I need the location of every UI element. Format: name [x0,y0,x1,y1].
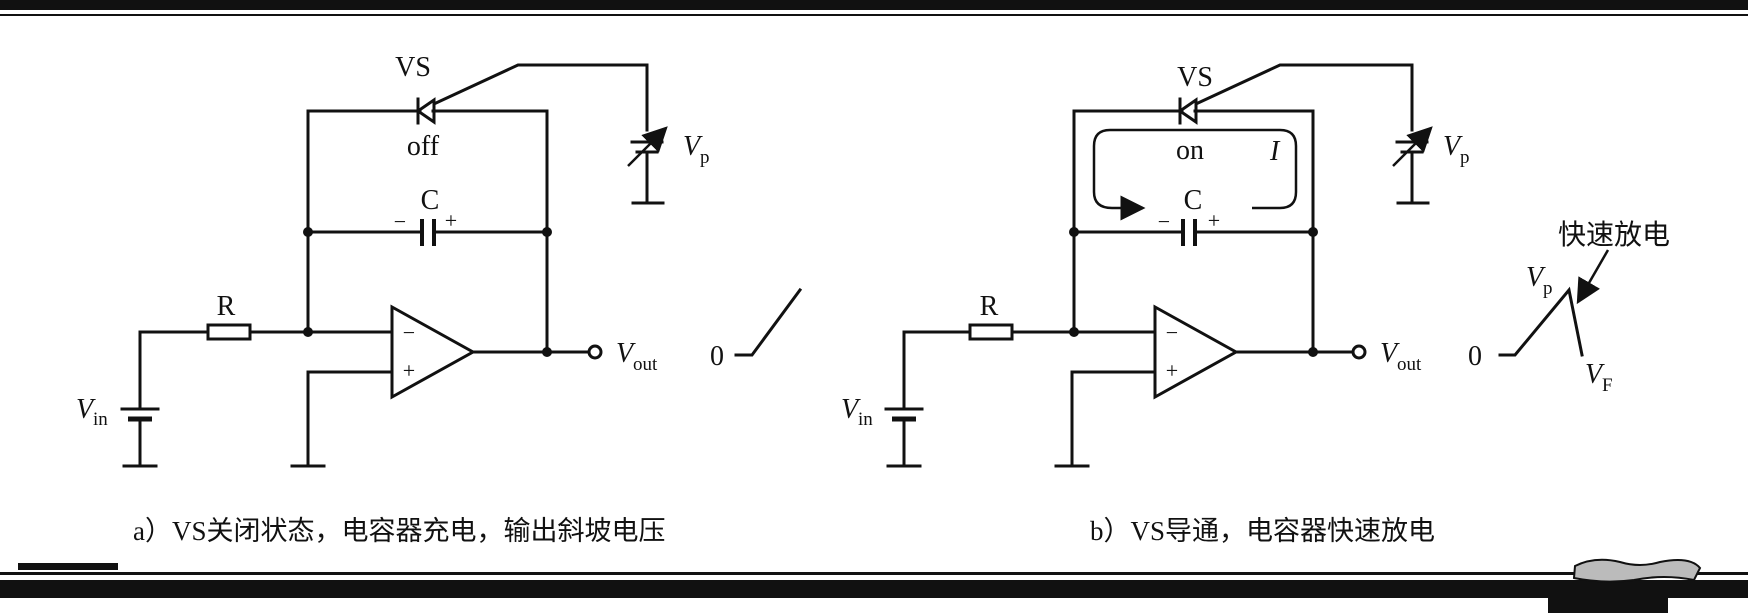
diode-label: VS [395,52,431,83]
caption-a: a）VS关闭状态，电容器充电，输出斜坡电压 [133,516,666,546]
capacitor-minus: − [1158,209,1170,234]
diode-vs-b [1177,97,1198,125]
svg-text:p: p [1543,278,1553,299]
vin-source-a [120,407,160,468]
capacitor-b [1181,219,1197,246]
junction-dot [303,227,313,237]
capacitor-label: C [1184,185,1203,216]
capacitor-label: C [421,185,440,216]
circuit-a [120,63,803,468]
opamp-b [1153,304,1240,400]
waveform-zero: 0 [1468,341,1482,372]
waveform-zero: 0 [710,341,724,372]
vin-label: V in [841,394,873,430]
caption-b: b）VS导通，电容器快速放电 [1090,516,1435,546]
opamp-plus: + [403,358,415,383]
vp-label: V p [1443,131,1470,168]
junction-dot [1308,227,1318,237]
capacitor-plus: + [1208,208,1220,233]
diode-state-label: on [1176,135,1204,166]
svg-text:V: V [841,394,861,425]
top-border [0,0,1748,16]
vp-source-b [1392,126,1433,205]
circuit-b [884,63,1610,468]
current-loop-left [1092,128,1298,210]
svg-text:out: out [1397,354,1422,375]
diode-vs-a [415,97,436,125]
svg-text:p: p [700,147,710,168]
svg-text:V: V [1380,338,1400,369]
vp-label: V p [683,131,710,168]
vp-source-a [627,126,668,205]
svg-text:V: V [76,394,96,425]
svg-text:out: out [633,354,658,375]
waveform-vf-label: V F [1585,359,1613,396]
capacitor-plus: + [445,208,457,233]
svg-text:in: in [858,409,873,430]
junction-dot [542,227,552,237]
output-terminal-a [587,344,603,360]
junction-dot [1069,227,1079,237]
discharge-annotation: 快速放电 [1558,219,1670,251]
svg-text:in: in [93,409,108,430]
sawtooth-waveform [1498,286,1584,357]
svg-text:p: p [1460,147,1470,168]
diode-label: VS [1177,62,1213,93]
resistor-label: R [980,291,999,322]
diode-state-label: off [407,131,440,162]
svg-text:V: V [616,338,636,369]
svg-text:F: F [1602,375,1613,396]
resistor-b [968,323,1014,341]
opamp-minus: − [403,320,415,345]
svg-text:V: V [1443,131,1463,162]
opamp-plus: + [1166,358,1178,383]
opamp-a [390,304,477,400]
vin-label: V in [76,394,108,430]
bottom-border [0,558,1748,613]
current-label: I [1269,136,1281,167]
opamp-minus: − [1166,320,1178,345]
svg-text:V: V [683,131,703,162]
vin-source-b [884,407,924,468]
ramp-waveform [734,287,803,357]
resistor-a [206,323,252,341]
vout-label: V out [1380,338,1422,375]
capacitor-minus: − [394,209,406,234]
svg-text:V: V [1526,262,1546,293]
svg-text:V: V [1585,359,1605,390]
discharge-arrow [1576,249,1610,305]
output-terminal-b [1351,344,1367,360]
waveform-vp-label: V p [1526,262,1553,299]
resistor-label: R [217,291,236,322]
vout-label: V out [616,338,658,375]
capacitor-a [420,219,436,246]
